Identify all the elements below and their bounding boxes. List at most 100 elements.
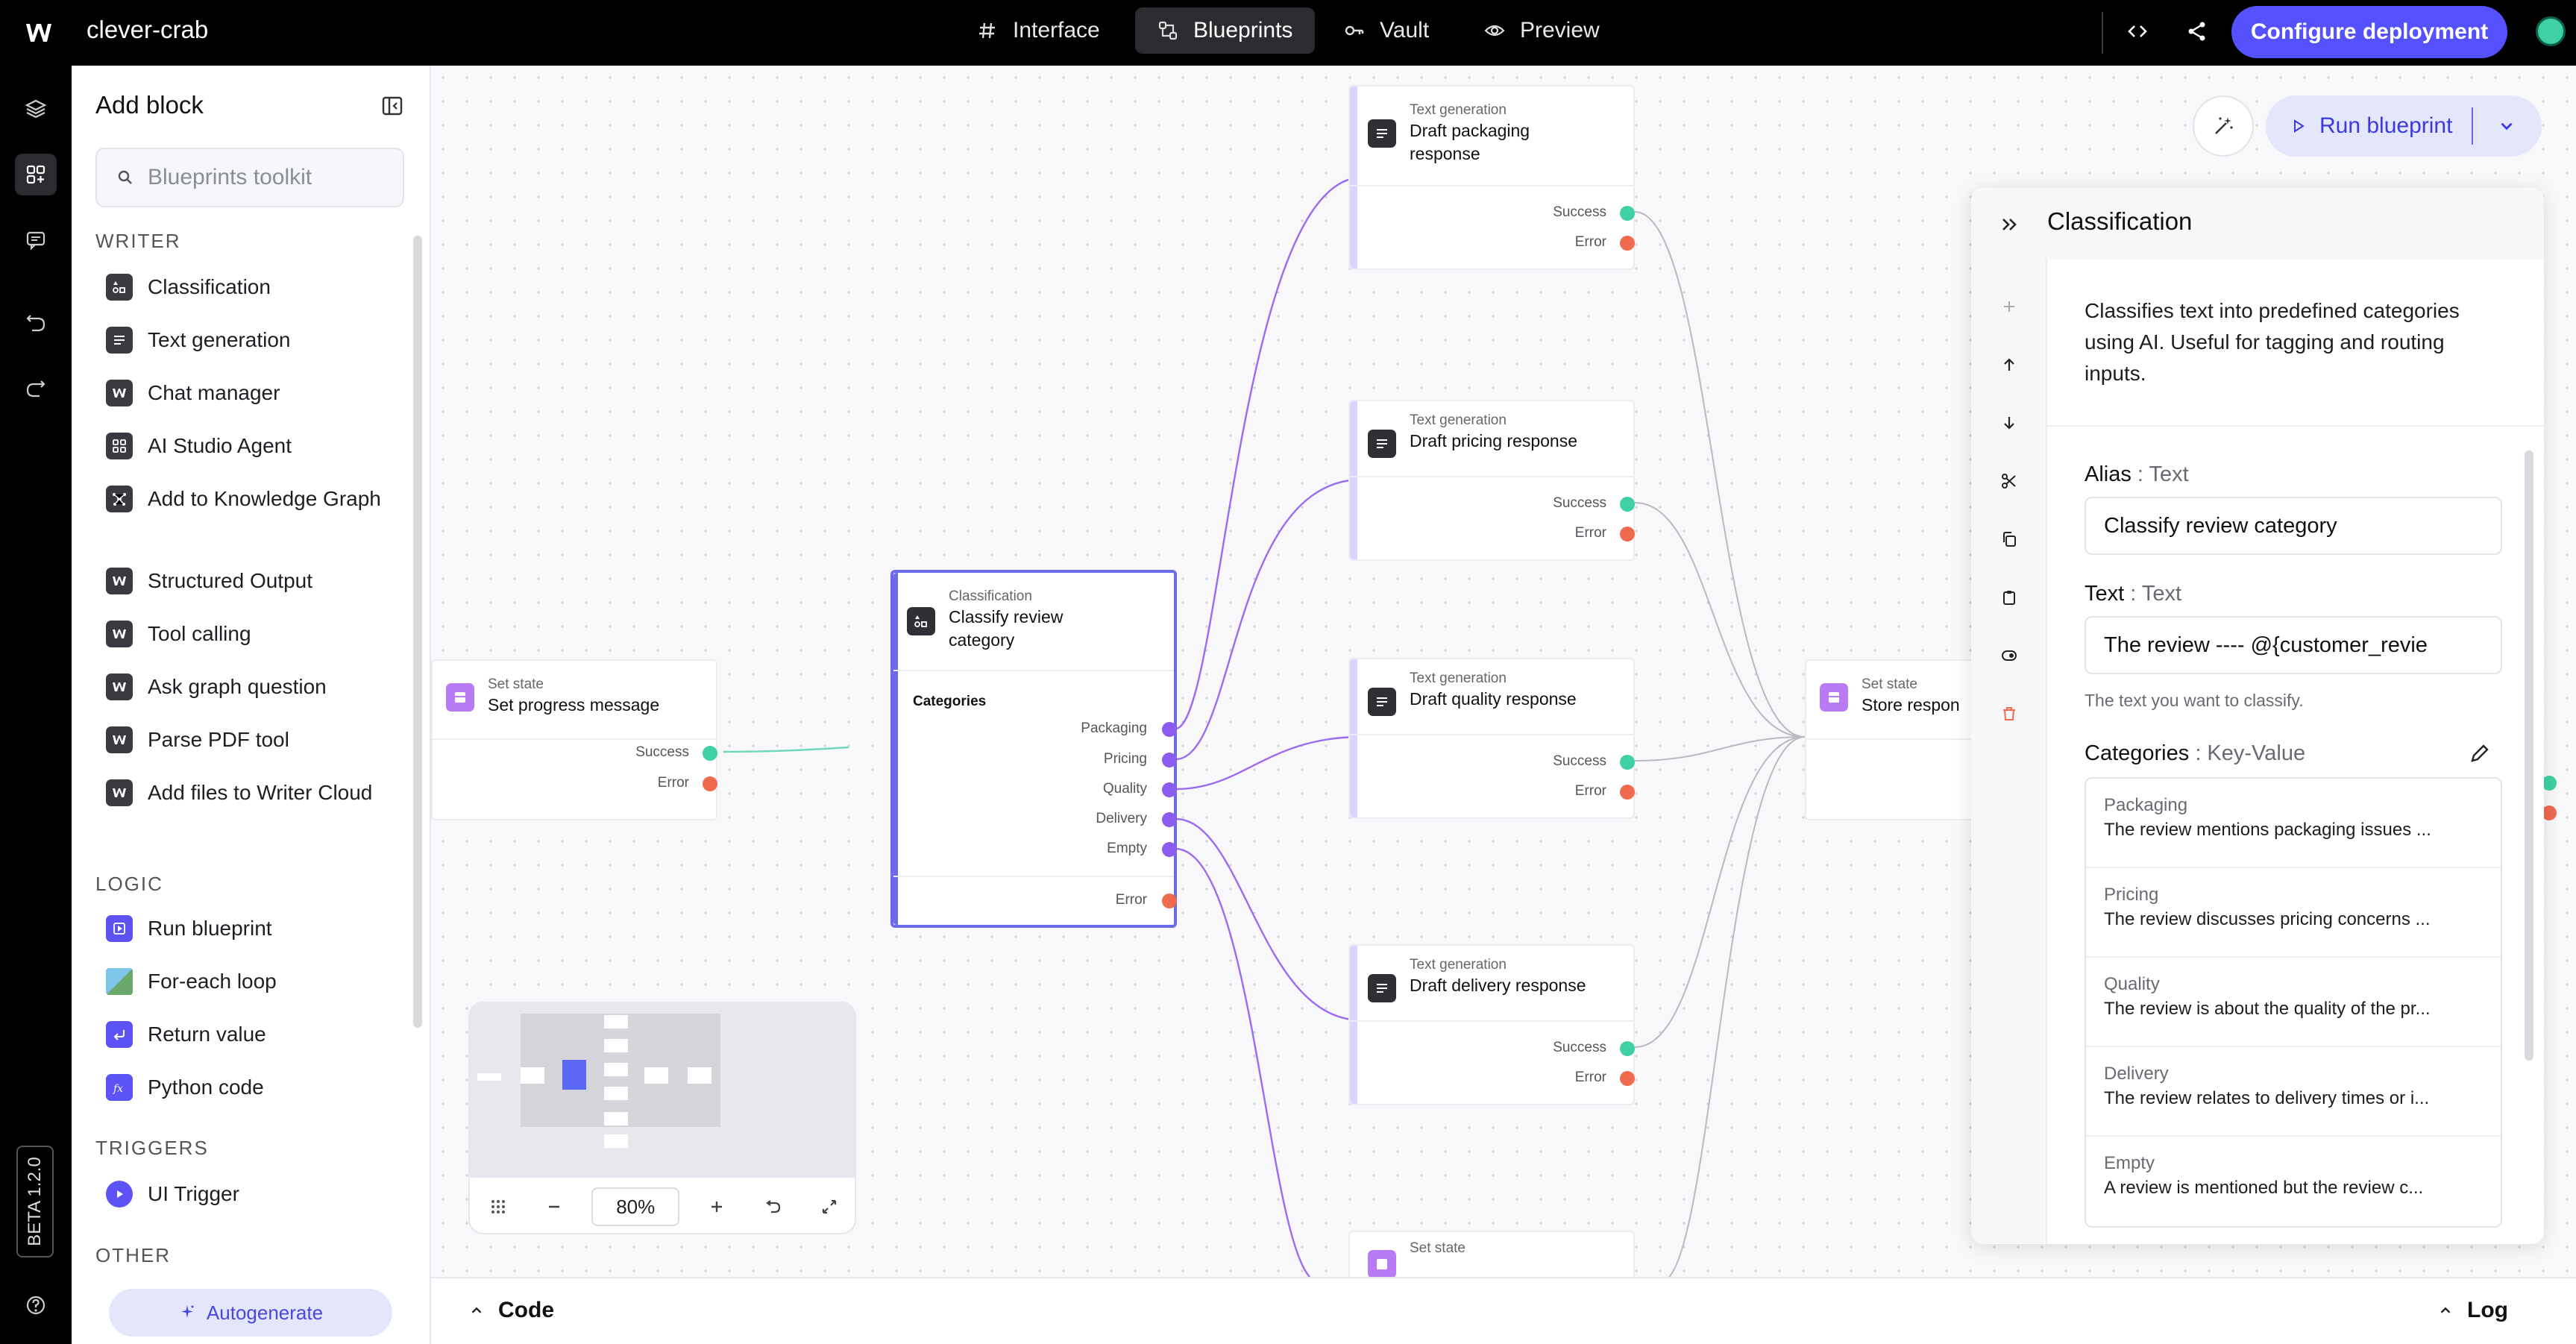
block-ask-graph-question[interactable]: Ask graph question	[106, 673, 389, 701]
text-lines-icon	[1368, 119, 1396, 148]
success-port[interactable]	[1620, 497, 1635, 512]
success-port[interactable]	[703, 746, 717, 761]
block-structured-output[interactable]: Structured Output	[106, 567, 389, 595]
block-ui-trigger[interactable]: UI Trigger	[106, 1180, 389, 1208]
block-settings-panel: Classification Classifies text into pred…	[1971, 188, 2544, 1244]
block-run-blueprint[interactable]: Run blueprint	[106, 914, 389, 943]
block-python-code[interactable]: fx Python code	[106, 1073, 389, 1102]
blocks-icon[interactable]	[15, 154, 57, 195]
success-port[interactable]	[1620, 206, 1635, 221]
zoom-level[interactable]: 80%	[591, 1187, 680, 1226]
tab-interface[interactable]: Interface	[955, 7, 1122, 54]
zoom-out-icon[interactable]	[527, 1177, 583, 1233]
block-for-each-loop[interactable]: For-each loop	[106, 967, 389, 996]
offscreen-success-port[interactable]	[2542, 776, 2557, 791]
tab-vault[interactable]: Vault	[1322, 7, 1451, 54]
magic-wand-button[interactable]	[2193, 95, 2254, 157]
share-icon[interactable]	[2182, 16, 2212, 46]
trash-icon[interactable]	[1997, 701, 2022, 726]
block-ai-studio-agent[interactable]: AI Studio Agent	[106, 432, 389, 460]
block-classification[interactable]: Classification	[106, 273, 389, 301]
collapse-panel-icon[interactable]	[380, 94, 404, 118]
success-port[interactable]	[1620, 755, 1635, 770]
minimap-view[interactable]	[470, 1003, 855, 1176]
block-parse-pdf-tool[interactable]: Parse PDF tool	[106, 726, 389, 754]
writer-logo-icon	[106, 568, 133, 594]
reset-view-icon[interactable]	[745, 1177, 802, 1233]
autogenerate-button[interactable]: Autogenerate	[109, 1289, 392, 1337]
run-blueprint-icon	[106, 915, 133, 942]
tab-preview[interactable]: Preview	[1462, 7, 1622, 54]
error-port[interactable]	[1620, 236, 1635, 251]
classification-icon	[907, 607, 935, 635]
error-port[interactable]	[703, 776, 717, 791]
panel-scrollbar[interactable]	[413, 236, 422, 1028]
pricing-port[interactable]	[1162, 753, 1177, 767]
alias-input[interactable]: Classify review category	[2085, 497, 2502, 555]
error-port[interactable]	[1620, 785, 1635, 800]
block-chat-manager[interactable]: Chat manager	[106, 379, 389, 407]
error-port[interactable]	[1620, 527, 1635, 541]
add-icon[interactable]	[1997, 294, 2022, 319]
redo-icon[interactable]	[15, 368, 57, 410]
quality-port[interactable]	[1162, 782, 1177, 797]
tab-blueprints[interactable]: Blueprints	[1135, 7, 1316, 54]
minimap[interactable]: 80%	[468, 1002, 856, 1234]
pencil-edit-icon[interactable]	[2468, 741, 2492, 765]
arrow-down-icon[interactable]	[1997, 410, 2022, 436]
block-text-generation[interactable]: Text generation	[106, 326, 389, 354]
offscreen-error-port[interactable]	[2542, 806, 2557, 820]
code-toggle-button[interactable]: Code	[468, 1298, 554, 1323]
error-port[interactable]	[1162, 894, 1177, 908]
add-block-panel: Add block Blueprints toolkit WRITER Clas…	[72, 66, 431, 1344]
block-tool-calling[interactable]: Tool calling	[106, 620, 389, 648]
error-port[interactable]	[1620, 1071, 1635, 1086]
undo-icon[interactable]	[15, 303, 57, 345]
scissors-icon[interactable]	[1997, 468, 2022, 494]
writer-logo-icon[interactable]	[24, 18, 54, 48]
block-return-value[interactable]: Return value	[106, 1020, 389, 1049]
clipboard-icon[interactable]	[1997, 585, 2022, 610]
success-port[interactable]	[1620, 1041, 1635, 1056]
grid-dots-icon[interactable]	[470, 1177, 527, 1233]
blueprints-search-input[interactable]: Blueprints toolkit	[95, 148, 404, 207]
settings-scrollbar[interactable]	[2525, 264, 2533, 1241]
status-avatar[interactable]	[2536, 16, 2566, 46]
run-blueprint-button[interactable]: Run blueprint	[2266, 95, 2542, 157]
chevron-down-icon[interactable]	[2497, 116, 2516, 136]
configure-deployment-button[interactable]: Configure deployment	[2231, 6, 2507, 58]
debug-toggle-icon[interactable]	[1997, 643, 2022, 668]
text-lines-icon	[1368, 430, 1396, 458]
set-state-icon	[1820, 683, 1848, 712]
fit-view-icon[interactable]	[801, 1177, 855, 1233]
empty-port[interactable]	[1162, 842, 1177, 857]
arrow-up-icon[interactable]	[1997, 352, 2022, 377]
block-add-to-knowledge-graph[interactable]: Add to Knowledge Graph	[106, 485, 389, 513]
block-toolbar	[1971, 260, 2047, 1244]
chevron-double-right-icon[interactable]	[1998, 213, 2020, 236]
log-toggle-button[interactable]: Log	[2437, 1298, 2508, 1323]
block-add-files-to-writer-cloud[interactable]: Add files to Writer Cloud	[106, 779, 389, 807]
layers-icon[interactable]	[15, 88, 57, 130]
help-icon[interactable]	[15, 1284, 57, 1326]
packaging-port[interactable]	[1162, 722, 1177, 737]
text-input[interactable]: The review ---- @{customer_revie	[2085, 616, 2502, 674]
delivery-port[interactable]	[1162, 812, 1177, 827]
copy-icon[interactable]	[1997, 527, 2022, 552]
chat-icon[interactable]	[15, 219, 57, 261]
node-set-state-bottom[interactable]: Set state	[1348, 1231, 1635, 1277]
writer-logo-icon	[106, 621, 133, 647]
zoom-in-icon[interactable]	[688, 1177, 745, 1233]
code-icon[interactable]	[2123, 16, 2152, 46]
